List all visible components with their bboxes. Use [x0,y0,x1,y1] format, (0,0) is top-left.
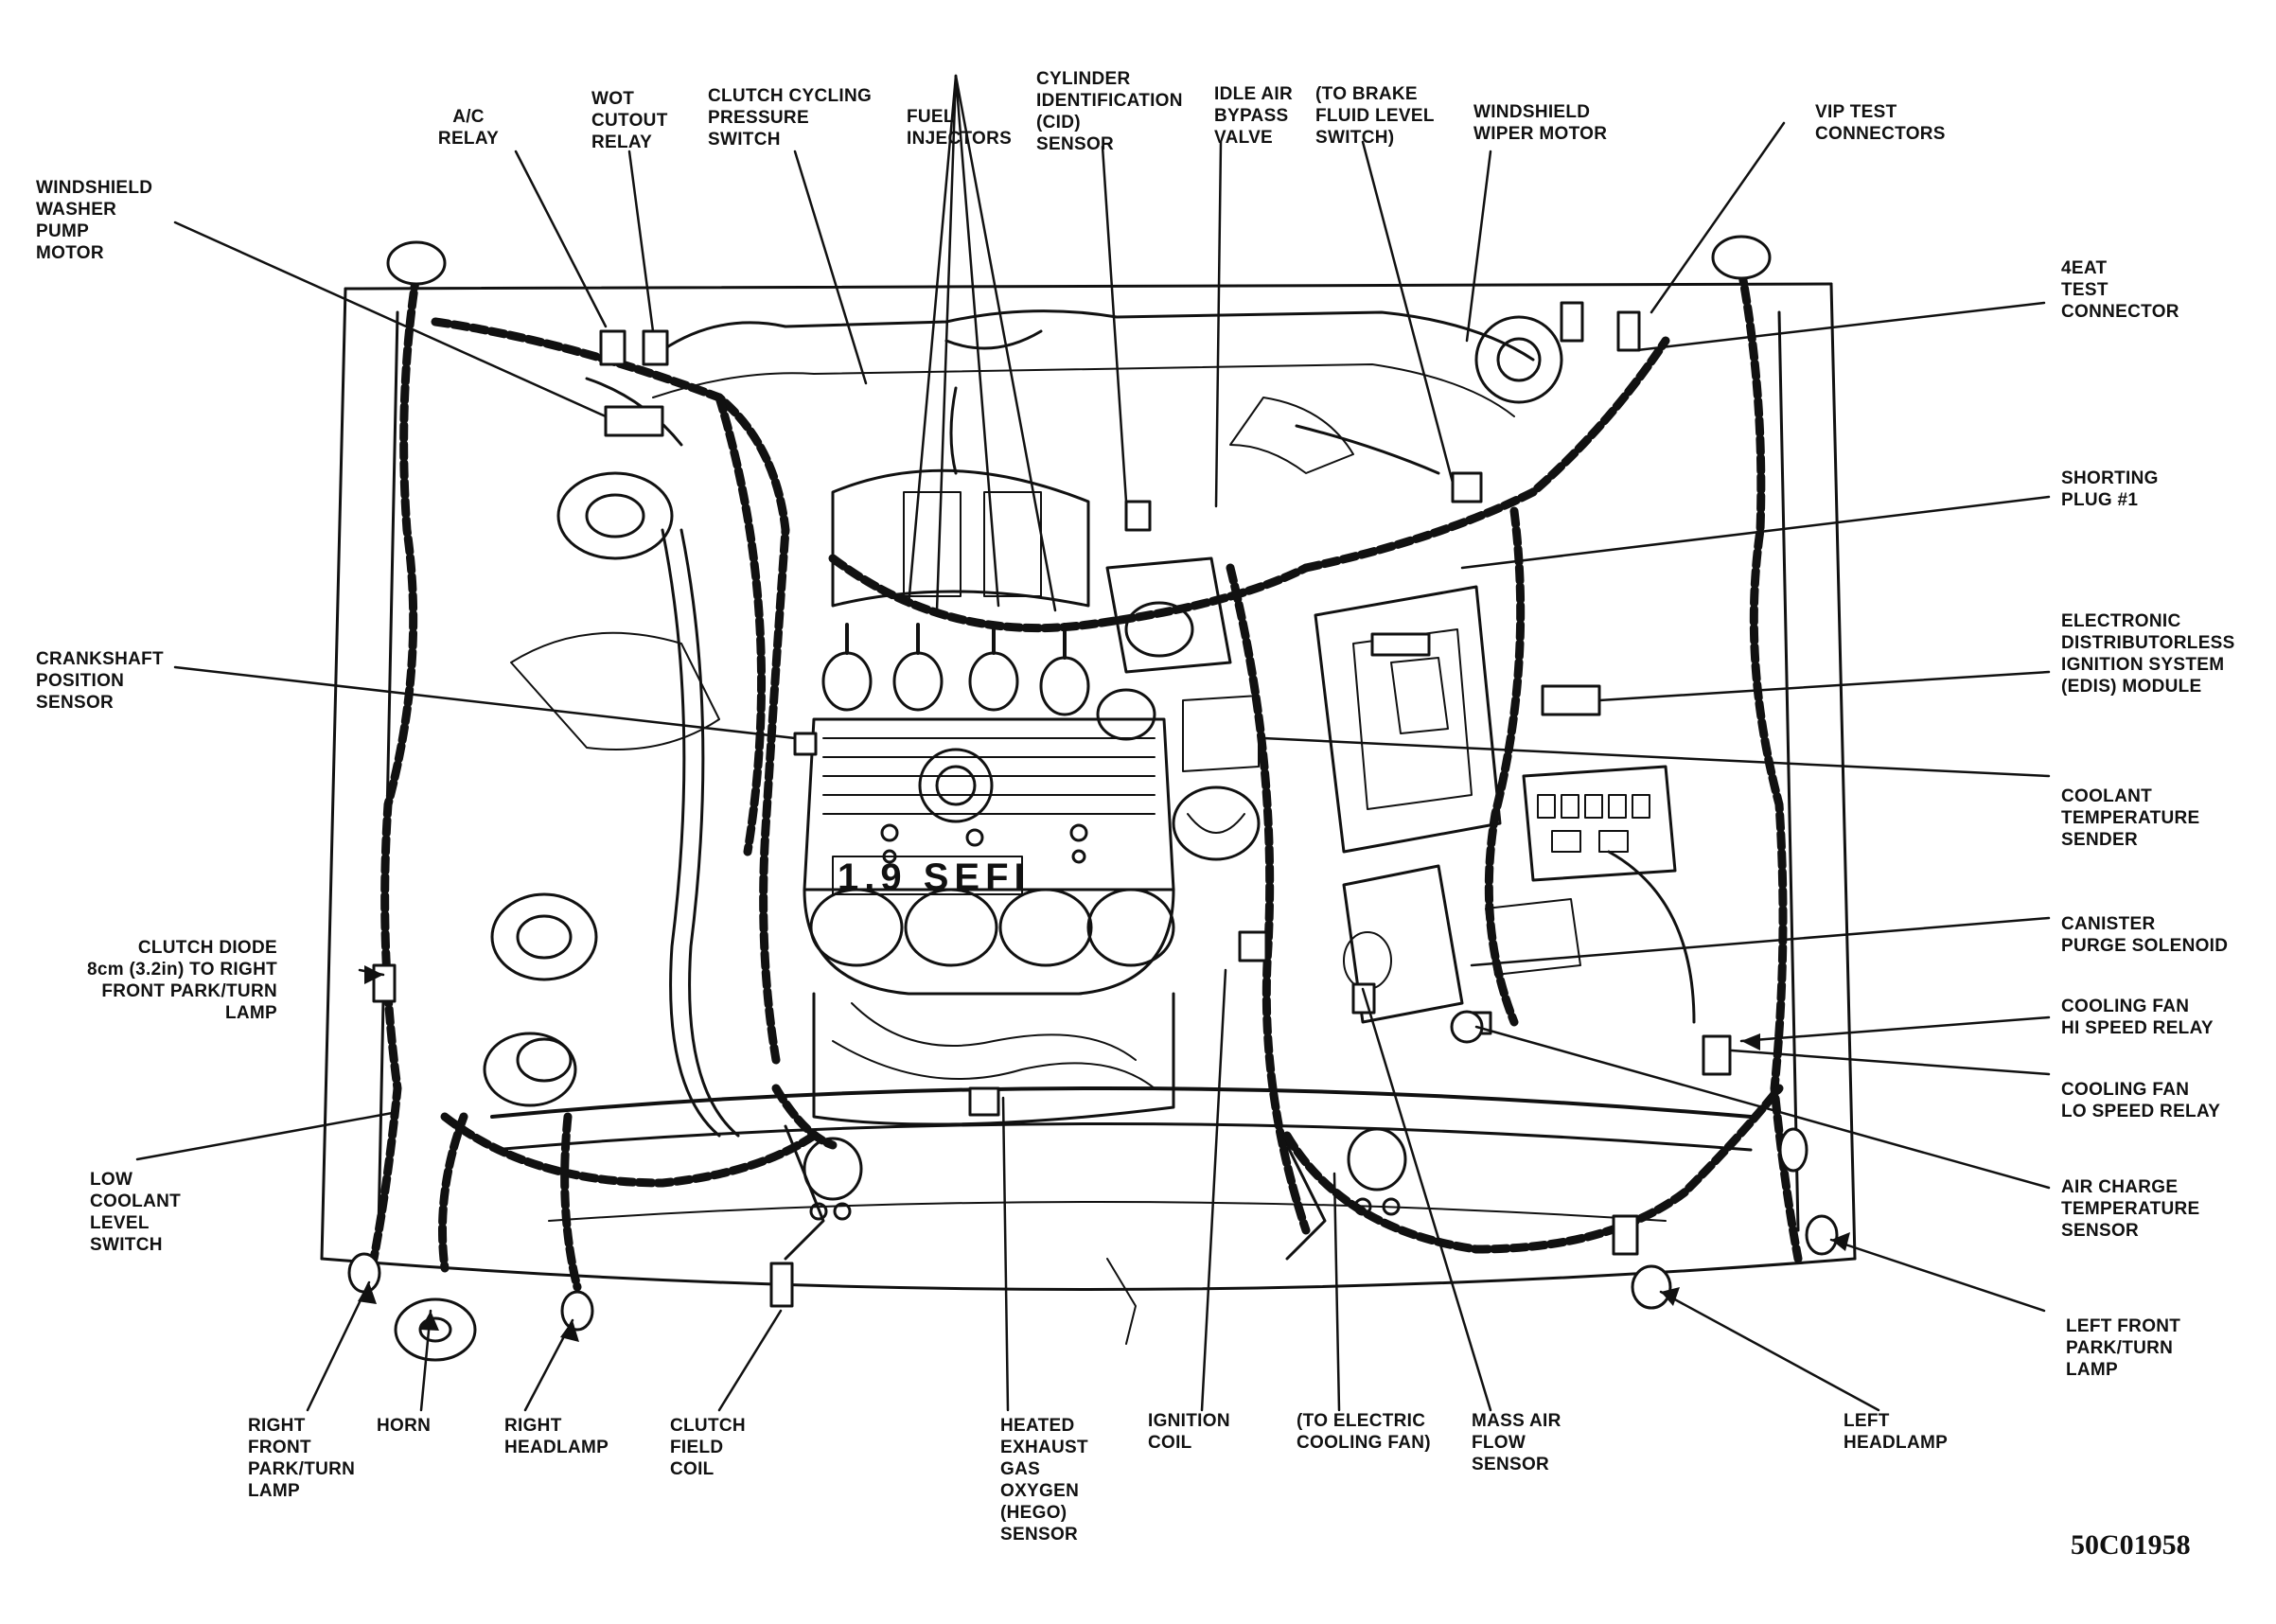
label-horn: HORN [377,1416,432,1436]
label-canister-purge-solenoid: CANISTER PURGE SOLENOID [2061,914,2229,956]
radiator-support [784,1124,1407,1345]
right-components [1229,315,1677,1024]
label-brake-fluid-level-switch: (TO BRAKE FLUID LEVEL SWITCH) [1315,84,1435,148]
label-cooling-fan-lo-speed-relay: COOLING FAN LO SPEED RELAY [2061,1080,2221,1121]
label-clutch-cycling-pressure-switch: CLUTCH CYCLING PRESSURE SWITCH [708,86,873,150]
label-coolant-temperature-sender: COOLANT TEMPERATURE SENDER [2061,786,2200,850]
label-right-front-park-turn-lamp: RIGHT FRONT PARK/TURN LAMP [248,1416,356,1501]
label-fuel-injectors: FUEL INJECTORS [907,107,1013,149]
label-edis-module: ELECTRONIC DISTRIBUTORLESS IGNITION SYST… [2061,611,2235,697]
connector-ends [347,235,1839,1362]
label-clutch-field-coil: CLUTCH FIELD COIL [670,1416,746,1479]
label-mass-air-flow-sensor: MASS AIR FLOW SENSOR [1472,1411,1561,1474]
drawing-code: 50C01958 [2071,1529,2191,1561]
label-air-charge-temperature-sensor: AIR CHARGE TEMPERATURE SENSOR [2061,1177,2200,1241]
label-clutch-diode: CLUTCH DIODE 8cm (3.2in) TO RIGHT FRONT … [87,938,277,1023]
label-cid-sensor: CYLINDER IDENTIFICATION (CID) SENSOR [1036,69,1183,154]
label-right-headlamp: RIGHT HEADLAMP [504,1416,609,1457]
left-strut-tower [483,471,720,1107]
label-vip-test-connectors: VIP TEST CONNECTORS [1815,102,1946,144]
leader-lines [135,74,2051,1412]
engine-block: 1.9 SEFI [803,468,1261,1126]
label-ac-relay: A/C RELAY [437,107,500,149]
label-ignition-coil: IGNITION COIL [1148,1411,1230,1453]
label-crankshaft-position-sensor: CRANKSHAFT POSITION SENSOR [36,649,164,713]
label-idle-air-bypass-valve: IDLE AIR BYPASS VALVE [1214,84,1293,148]
label-cooling-fan-hi-speed-relay: COOLING FAN HI SPEED RELAY [2061,997,2214,1038]
label-left-front-park-turn-lamp: LEFT FRONT PARK/TURN LAMP [2066,1316,2181,1380]
label-shorting-plug: SHORTING PLUG #1 [2061,468,2159,510]
label-windshield-washer-pump-motor: WINDSHIELD WASHER PUMP MOTOR [36,178,153,263]
label-4eat-test-connector: 4EAT TEST CONNECTOR [2061,258,2179,322]
body-outline [320,282,1857,1291]
arrowheads [358,965,1850,1342]
label-to-electric-cooling-fan: (TO ELECTRIC COOLING FAN) [1297,1411,1431,1453]
hoses-and-small-wires [585,329,1696,1138]
label-hego-sensor: HEATED EXHAUST GAS OXYGEN (HEGO) SENSOR [1000,1416,1088,1545]
label-wot-cutout-relay: WOT CUTOUT RELAY [591,89,668,152]
label-left-headlamp: LEFT HEADLAMP [1844,1411,1949,1453]
wiring-harness [369,265,1803,1292]
label-low-coolant-level-switch: LOW COOLANT LEVEL SWITCH [90,1170,182,1255]
label-windshield-wiper-motor: WINDSHIELD WIPER MOTOR [1473,102,1608,144]
